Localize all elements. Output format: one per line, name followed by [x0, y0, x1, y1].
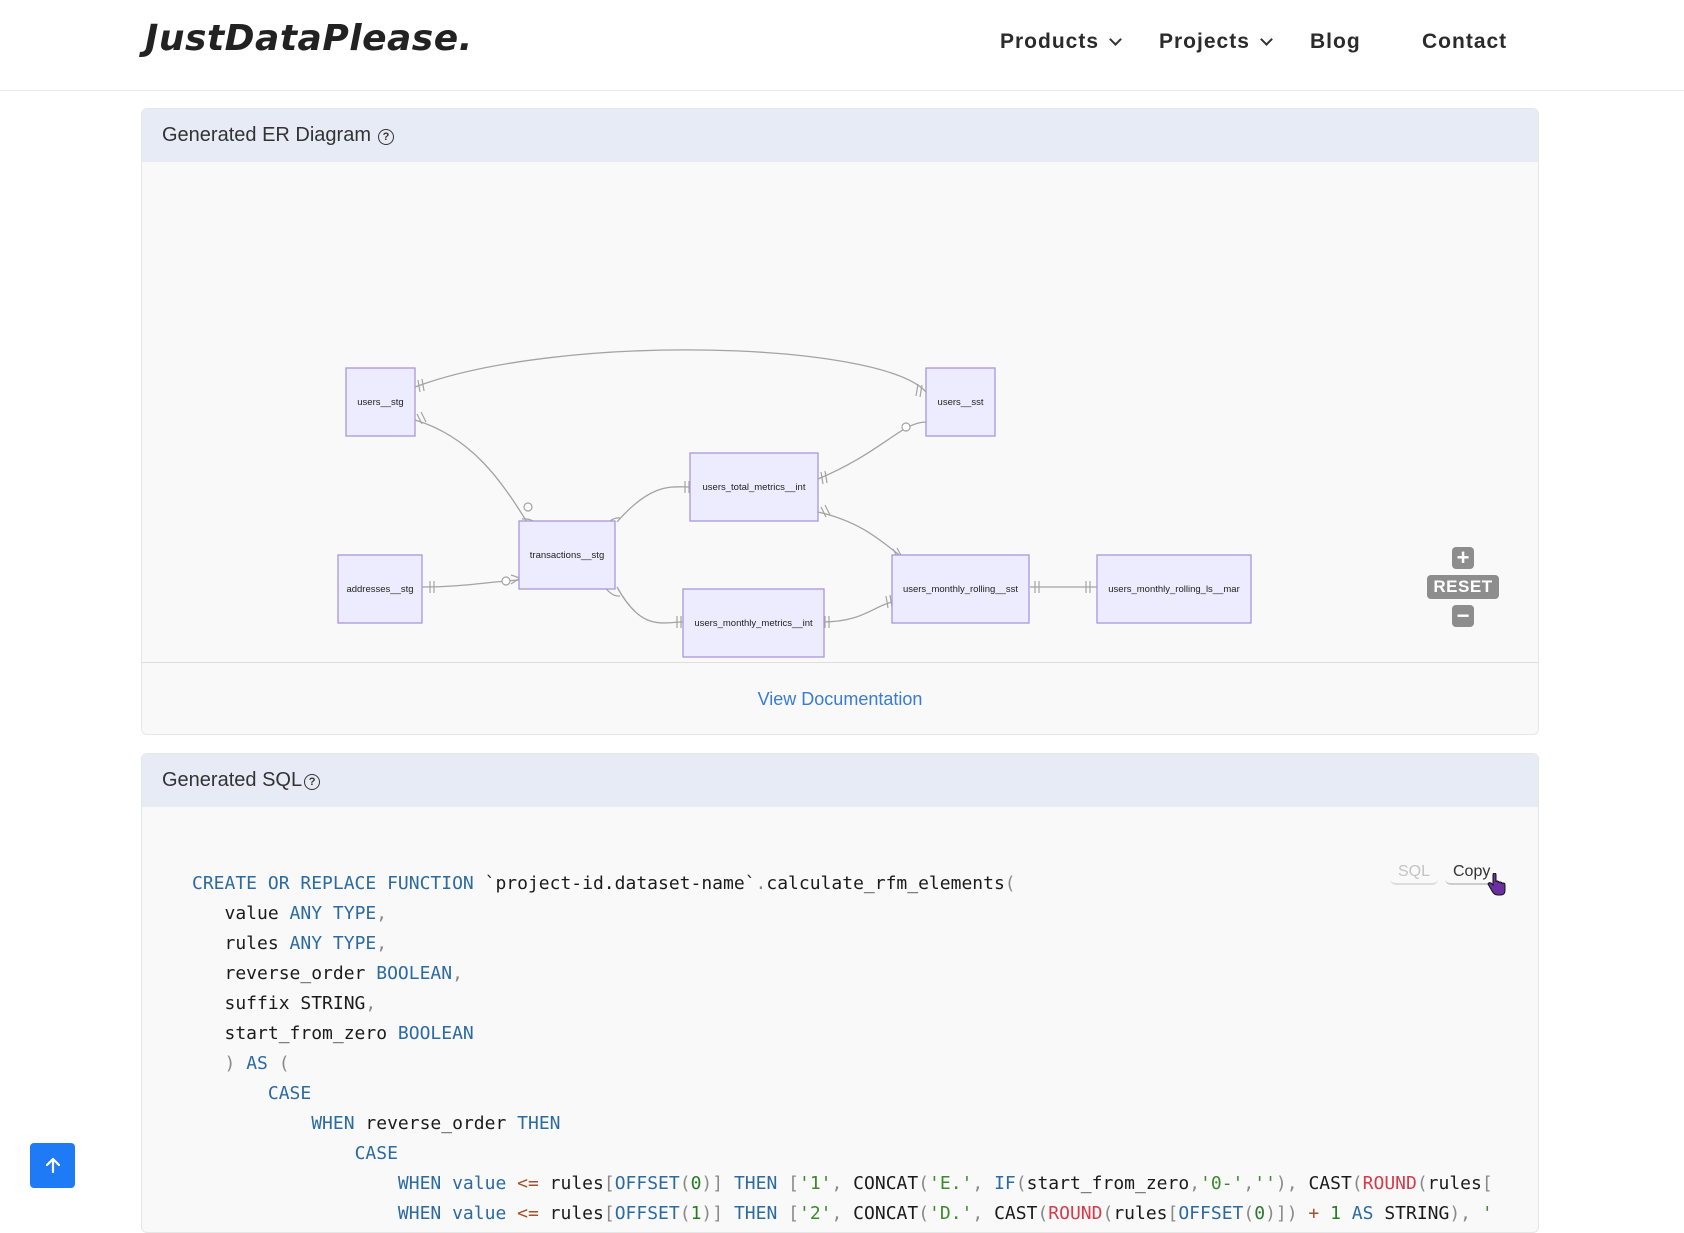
hand-cursor-icon	[1487, 873, 1506, 896]
site-logo[interactable]: JustDataPlease.	[145, 18, 473, 59]
chevron-down-icon	[1260, 32, 1273, 46]
edge-users-stg-users-sst	[414, 349, 927, 393]
er-node-label: users__sst	[938, 397, 984, 408]
nav-blog-label: Blog	[1310, 30, 1361, 53]
er-node-label: users_monthly_rolling__sst	[903, 584, 1018, 595]
scroll-to-top-button[interactable]	[30, 1143, 75, 1188]
er-node-label: users__stg	[357, 397, 403, 408]
sql-title: Generated SQL	[162, 769, 303, 791]
minus-icon[interactable]: −	[1452, 605, 1474, 627]
reset-button[interactable]: RESET	[1427, 575, 1499, 599]
sql-code-block[interactable]: SQL Copy CREATE OR REPLACE FUNCTION `pro…	[142, 807, 1538, 1227]
edge-transactions-monthly-metrics	[616, 586, 684, 624]
sql-card-header: Generated SQL ?	[142, 754, 1538, 807]
er-node-label: transactions__stg	[530, 550, 604, 561]
zoom-controls: + RESET −	[1427, 547, 1499, 627]
main-nav: Products Projects Blog Contact	[0, 30, 1684, 60]
er-diagram-svg[interactable]: users__stg users__sst users_total_metric…	[142, 162, 1539, 662]
er-node-label: users_monthly_metrics__int	[694, 618, 813, 629]
er-circle-marker	[523, 502, 533, 512]
nav-products-label: Products	[1000, 30, 1100, 53]
plus-icon[interactable]: +	[1452, 547, 1474, 569]
er-node-users-stg[interactable]: users__stg	[345, 367, 416, 437]
nav-projects-label: Projects	[1159, 30, 1250, 53]
er-circle-marker	[501, 576, 511, 586]
nav-contact-label: Contact	[1422, 30, 1508, 53]
edge-users-stg-transactions	[414, 419, 528, 523]
er-node-addresses-stg[interactable]: addresses__stg	[337, 554, 423, 624]
er-diagram-title: Generated ER Diagram	[162, 124, 371, 146]
nav-blog[interactable]: Blog	[1310, 30, 1361, 54]
arrow-up-icon	[45, 1157, 60, 1173]
view-documentation-link[interactable]: View Documentation	[757, 688, 923, 709]
er-node-transactions-stg[interactable]: transactions__stg	[518, 520, 616, 590]
sql-language-tag: SQL	[1390, 861, 1439, 885]
er-node-users-monthly-rolling-sst[interactable]: users_monthly_rolling__sst	[891, 554, 1030, 624]
edge-total-metrics-users-sst	[817, 421, 927, 480]
edge-total-metrics-rolling-sst	[817, 511, 903, 558]
er-node-label: users_total_metrics__int	[703, 482, 806, 493]
edge-monthly-metrics-rolling-sst	[821, 601, 893, 623]
er-diagram-card-header: Generated ER Diagram ?	[142, 109, 1538, 162]
question-circle-icon[interactable]: ?	[304, 773, 321, 790]
sql-code: CREATE OR REPLACE FUNCTION `project-id.d…	[192, 873, 1493, 1224]
nav-contact[interactable]: Contact	[1422, 30, 1507, 54]
er-node-label: addresses__stg	[346, 584, 413, 595]
nav-projects[interactable]: Projects	[1159, 30, 1273, 54]
er-diagram-card: Generated ER Diagram ?	[141, 108, 1539, 735]
er-node-users-monthly-rolling-ls-mar[interactable]: users_monthly_rolling_ls__mar	[1096, 554, 1252, 624]
chevron-down-icon	[1109, 32, 1122, 46]
nav-products[interactable]: Products	[1000, 30, 1122, 54]
er-diagram-canvas[interactable]: users__stg users__sst users_total_metric…	[142, 162, 1538, 662]
top-navbar: JustDataPlease. Products Projects Blog C…	[0, 0, 1684, 91]
er-node-users-sst[interactable]: users__sst	[925, 367, 996, 437]
er-diagram-card-footer: View Documentation	[142, 662, 1538, 734]
er-node-label: users_monthly_rolling_ls__mar	[1108, 584, 1239, 595]
er-node-users-monthly-metrics-int[interactable]: users_monthly_metrics__int	[682, 588, 825, 658]
question-circle-icon[interactable]: ?	[377, 128, 394, 145]
edge-transactions-total-metrics	[616, 486, 691, 523]
er-circle-marker	[901, 422, 911, 432]
copy-button[interactable]: Copy	[1445, 861, 1499, 885]
sql-card: Generated SQL ? SQL Copy CREATE OR REPLA…	[141, 753, 1539, 1233]
er-node-users-total-metrics-int[interactable]: users_total_metrics__int	[689, 452, 819, 522]
